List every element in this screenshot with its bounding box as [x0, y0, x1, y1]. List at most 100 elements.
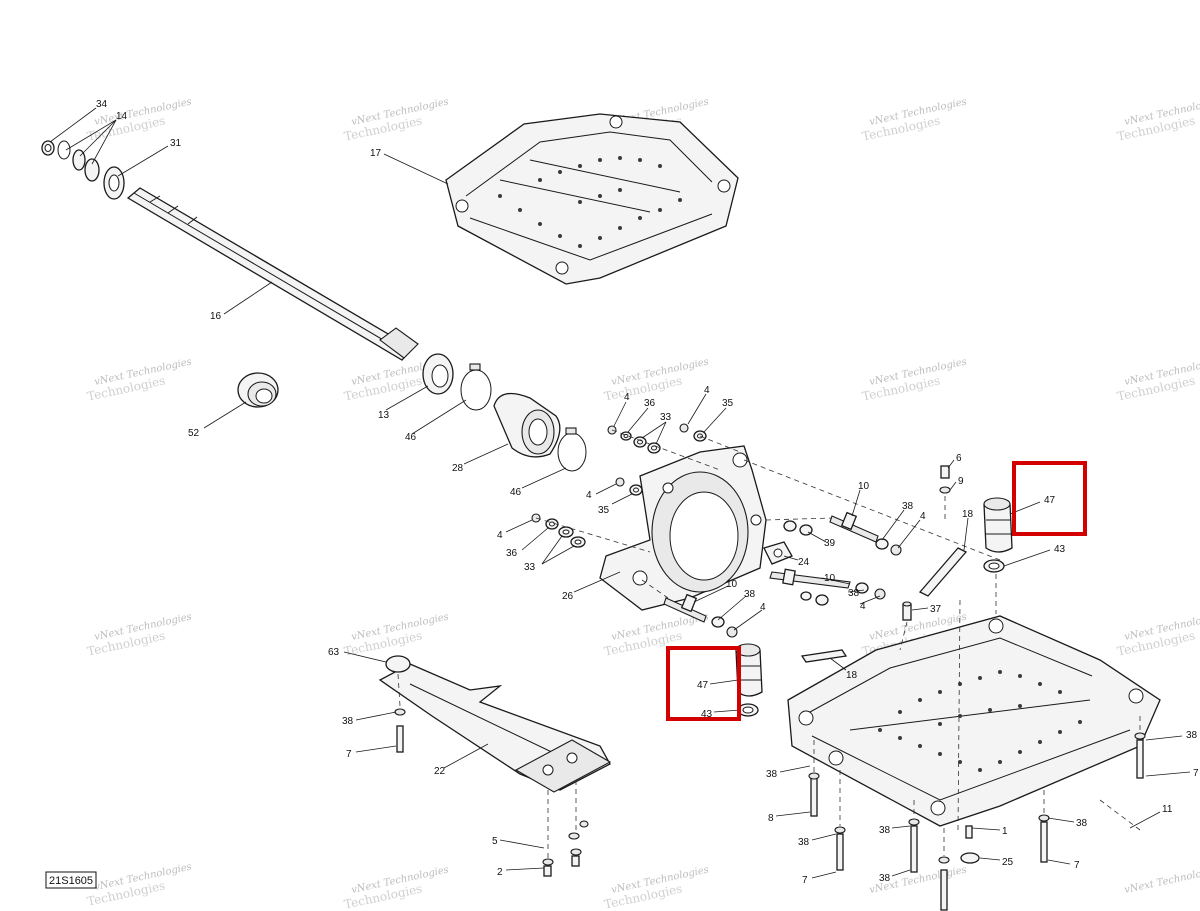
drain-plug [735, 643, 763, 717]
callout-7: 7 [346, 749, 352, 760]
callout-10: 10 [824, 573, 836, 584]
callout-8: 8 [768, 813, 774, 824]
callout-38: 38 [342, 716, 354, 727]
callout-38: 38 [1186, 730, 1198, 741]
callout-7: 7 [802, 875, 808, 886]
top-plate [445, 113, 739, 285]
callout-7: 7 [1193, 768, 1199, 779]
highlight-box [1012, 461, 1087, 536]
callout-31: 31 [170, 138, 182, 149]
plate-holes [878, 670, 1082, 772]
callout-6: 6 [956, 453, 962, 464]
highlight-box [666, 646, 741, 721]
callout-11: 11 [1162, 804, 1173, 815]
callout-38: 38 [902, 501, 914, 512]
callout-22: 22 [434, 766, 446, 777]
watermark: vNext Technologies Technologies [86, 612, 193, 659]
watermark: vNext Technologies Technologies [861, 357, 968, 404]
diagram-code: 21S1605 [45, 871, 97, 889]
watermark: vNext Technologies Technologies [1116, 357, 1200, 404]
callout-2: 2 [497, 867, 503, 878]
callout-37: 37 [930, 604, 942, 615]
clamp [557, 427, 587, 472]
watermark: vNext Technologies Technologies [86, 357, 193, 404]
watermark: vNext Technologies Technologies [86, 862, 193, 909]
callout-labels: 34 14 31 17 16 52 13 46 28 46 4 36 33 4 … [96, 99, 1199, 886]
callout-38: 38 [879, 873, 891, 884]
watermark: vNext Technologies Technologies [343, 865, 450, 911]
callout-46: 46 [405, 432, 417, 443]
bearing [422, 353, 454, 395]
watermark: vNext Technologies Technologies [1116, 97, 1200, 144]
watermark: vNext Technologies Technologies [343, 97, 450, 144]
callout-38: 38 [798, 837, 810, 848]
callout-33: 33 [660, 412, 672, 423]
watermark: vNext Technologies Technologies [861, 97, 968, 144]
boot [493, 392, 561, 458]
callout-14: 14 [116, 111, 128, 122]
callout-43: 43 [1054, 544, 1066, 555]
screw [902, 465, 951, 621]
callout-52: 52 [188, 428, 200, 439]
fitting [763, 541, 793, 565]
leader-lines [49, 107, 1191, 879]
studs [663, 511, 902, 638]
bottom-plate [787, 615, 1161, 827]
drive-shaft [126, 187, 419, 361]
strip [800, 547, 968, 663]
callout-36: 36 [644, 398, 656, 409]
callout-4: 4 [920, 511, 926, 522]
callout-17: 17 [370, 148, 382, 159]
fasteners [394, 708, 1146, 911]
drain-plug [983, 497, 1013, 573]
callout-26: 26 [562, 591, 574, 602]
assembly-lines [397, 429, 1141, 858]
callout-46: 46 [510, 487, 522, 498]
callout-1: 1 [1002, 826, 1008, 837]
callout-18: 18 [846, 670, 858, 681]
callout-16: 16 [210, 311, 222, 322]
watermark: vNext Technologies Technologies [603, 357, 710, 404]
callout-47: 47 [1044, 495, 1056, 506]
bracket [378, 655, 612, 793]
callout-43: 43 [701, 709, 713, 720]
callout-4: 4 [760, 602, 766, 613]
callout-63: 63 [328, 647, 340, 658]
callout-9: 9 [958, 476, 964, 487]
callout-34: 34 [96, 99, 108, 110]
callout-7: 7 [1074, 860, 1080, 871]
callout-39: 39 [824, 538, 836, 549]
seal-carrier [237, 372, 279, 408]
callout-38: 38 [848, 588, 860, 599]
callout-18: 18 [962, 509, 974, 520]
callout-25: 25 [1002, 857, 1014, 868]
housing [599, 445, 767, 611]
callout-10: 10 [726, 579, 738, 590]
shaft-nut [41, 140, 55, 156]
hardware-cluster [531, 423, 707, 548]
callout-4: 4 [586, 490, 592, 501]
callout-38: 38 [1076, 818, 1088, 829]
retaining-ring [57, 140, 125, 200]
callout-47: 47 [697, 680, 709, 691]
callout-33: 33 [524, 562, 536, 573]
callout-4: 4 [704, 385, 710, 396]
callout-13: 13 [378, 410, 390, 421]
callout-24: 24 [798, 557, 810, 568]
callout-5: 5 [492, 836, 498, 847]
callout-36: 36 [506, 548, 518, 559]
callout-38: 38 [744, 589, 756, 600]
svg-text:vNext Technologies: vNext Technologies [1123, 865, 1200, 896]
svg-text:21S1605: 21S1605 [49, 875, 93, 887]
callout-35: 35 [722, 398, 734, 409]
callout-10: 10 [858, 481, 870, 492]
clamp [460, 363, 492, 411]
watermark: vNext Technologies [1123, 865, 1200, 896]
watermark: vNext Technologies Technologies [343, 612, 450, 659]
callout-38: 38 [766, 769, 778, 780]
callout-38: 38 [879, 825, 891, 836]
callout-4: 4 [624, 392, 630, 403]
callout-35: 35 [598, 505, 610, 516]
callout-4: 4 [860, 601, 866, 612]
